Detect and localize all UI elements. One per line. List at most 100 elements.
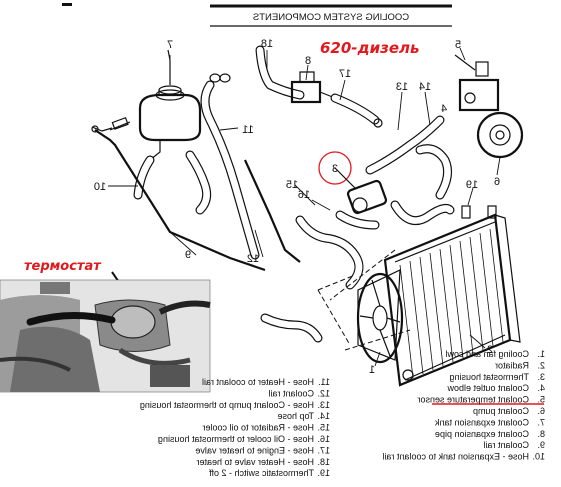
legend-number: 13. [317, 400, 330, 410]
legend-right-entry: 10.Hose - Expansion tank to coolant rail [382, 452, 545, 462]
callout-15: 15 [286, 179, 298, 191]
callout-8: 8 [305, 55, 311, 67]
legend-text: Thermostatic switch - 2 off [209, 468, 314, 478]
legend-left-entry: 16.Hose - Oil cooler to thermostat housi… [158, 434, 330, 444]
legend-text: Hose - Radiator to oil cooler [202, 423, 314, 433]
legend-number: 2. [537, 360, 545, 370]
thermostat-note: термостат [24, 259, 102, 274]
legend-number: 18. [317, 457, 330, 467]
legend-number: 16. [317, 434, 330, 444]
fan-cowl-1 [356, 269, 404, 364]
legend-number: 17. [317, 445, 330, 455]
legend-left-entry: 15.Hose - Radiator to oil cooler [202, 423, 330, 433]
legend-number: 5. [537, 395, 545, 405]
callout-13: 13 [396, 81, 408, 93]
legend-text: Top hose [277, 411, 314, 421]
callout-1: 1 [369, 364, 375, 376]
callout-4: 4 [441, 103, 447, 115]
engine-photo-inset [0, 279, 211, 393]
legend-text: Thermostat housing [449, 372, 529, 382]
legend-number: 7. [537, 417, 545, 427]
legend-number: 15. [317, 423, 330, 433]
page-title: COOLING SYSTEM COMPONENTS [253, 12, 409, 23]
legend-left-entry: 12.Coolant rail [268, 388, 330, 398]
legend-text: Coolant outlet elbow [447, 383, 529, 393]
pipe-12 [243, 159, 301, 263]
callout-10: 10 [94, 181, 106, 193]
legend-left-entry: 18.Hose - Heater valve to heater [196, 457, 330, 467]
legend-right-entry: 7. Coolant expansion tank [434, 417, 545, 427]
callout-3-highlight-circle [318, 151, 352, 185]
guide-dash-4 [329, 249, 396, 301]
callout-labels: 7 18 8 17 13 14 5 6 11 10 9 12 3 15 16 1… [94, 38, 500, 376]
legend-text: Hose - Coolant pump to thermostat housin… [140, 400, 314, 410]
legend-left-entry: 11. Hose - Heater to coolant rail [202, 377, 330, 387]
callout-3: 3 [332, 163, 338, 175]
legend-text: Hose - Heater to coolant rail [202, 377, 314, 387]
callout-14: 14 [419, 81, 431, 93]
legend-text: Coolant expansion tank [434, 417, 529, 427]
guide-dash-2 [317, 289, 351, 346]
legend-left-entry: 19.Thermostatic switch - 2 off [209, 468, 330, 478]
callout-11: 11 [242, 124, 253, 136]
callout-7: 7 [167, 39, 173, 51]
legend-text: Cooling fan and cowl [445, 349, 529, 359]
legend-text: Coolant expansion pipe [435, 429, 529, 439]
leader-lines [108, 47, 501, 367]
legend-left: 11. Hose - Heater to coolant rail12.Coola… [140, 377, 330, 478]
corner-mark [62, 3, 72, 6]
radiator-2 [383, 213, 521, 387]
thermostat-housing-3 [334, 167, 388, 215]
legend-right-entry: 9. Coolant rail [483, 440, 545, 450]
legend-left-entry: 14.Top hose [277, 411, 330, 421]
legend-text: Hose - Engine to heater valve [195, 445, 314, 455]
callout-5: 5 [455, 39, 461, 51]
legend-right-entry: 6. Coolant pump [473, 406, 545, 416]
legend-number: 12. [317, 388, 330, 398]
callout-19: 19 [466, 179, 478, 191]
legend-text: Coolant rail [483, 440, 529, 450]
legend-right-entry: 4. Coolant outlet elbow [447, 383, 545, 393]
callout-9: 9 [185, 249, 191, 261]
callout-16: 16 [298, 189, 310, 201]
thermostatic-switches-19 [461, 205, 497, 219]
title-bar: COOLING SYSTEM COMPONENTS [62, 3, 452, 27]
legend-text: Hose - Heater valve to heater [196, 457, 314, 467]
legend-right-entry: 1. Cooling fan and cowl [445, 349, 545, 359]
coolant-rail-9 [94, 129, 266, 272]
callout-2: 2 [487, 344, 493, 356]
legend-right-entry: 8. Coolant expansion pipe [435, 429, 545, 439]
legend-number: 9. [537, 440, 545, 450]
legend-left-entry: 17.Hose - Engine to heater valve [195, 445, 330, 455]
engine-note: 620-дизель [320, 39, 420, 57]
temp-sensor-5 [454, 54, 500, 112]
legend-number: 14. [317, 411, 330, 421]
legend-number: 10. [532, 452, 545, 462]
legend-number: 3. [537, 372, 545, 382]
legend-text: Radiator [495, 360, 529, 370]
legend-text: Hose - Oil cooler to thermostat housing [158, 434, 314, 444]
legend-text: Coolant rail [268, 388, 314, 398]
legend-right-entry: 2. Radiator [495, 360, 545, 370]
legend-number: 4. [537, 383, 545, 393]
legend-text: Hose - Expansion tank to coolant rail [382, 452, 529, 462]
diagram-linework [91, 45, 524, 387]
legend-right-entry: 3. Thermostat housing [449, 372, 545, 382]
legend-text: Coolant pump [473, 406, 529, 416]
legend-number: 6. [537, 406, 545, 416]
legend-left-entry: 13.Hose - Coolant pump to thermostat hou… [140, 400, 330, 410]
callout-12: 12 [247, 253, 259, 265]
legend-number: 1. [537, 349, 545, 359]
legend-number: 11. [318, 377, 330, 387]
callout-6: 6 [494, 176, 500, 188]
guide-dash-3 [344, 329, 411, 351]
legend-right: 1. Cooling fan and cowl 2. Radiator 3. Thermo… [382, 349, 545, 462]
coolant-pump-6 [476, 111, 524, 159]
callout-18: 18 [261, 38, 273, 50]
guide-dash-1 [317, 274, 356, 291]
legend-number: 19. [317, 468, 330, 478]
callout-17: 17 [339, 68, 351, 80]
legend-number: 8. [537, 429, 545, 439]
legend-right-entry: 5.Coolant temperature sensor [417, 395, 545, 405]
